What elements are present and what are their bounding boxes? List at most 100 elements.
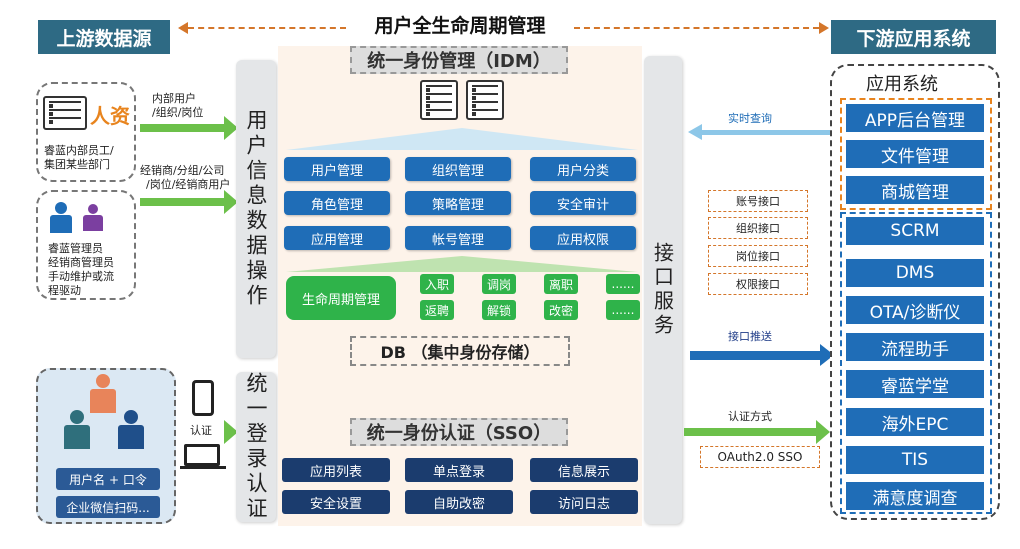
idm-top-decoration bbox=[286, 128, 638, 150]
idm-role-management[interactable]: 角色管理 bbox=[284, 191, 390, 215]
app-satisfaction-survey[interactable]: 满意度调查 bbox=[846, 482, 984, 510]
lifecycle-more-2[interactable]: ...... bbox=[606, 300, 640, 320]
oauth-sso-method: OAuth2.0 SSO bbox=[700, 446, 820, 468]
header-arrow-left-head bbox=[178, 22, 188, 34]
admin-to-idm-arrow bbox=[140, 198, 226, 206]
app-ruilan-academy[interactable]: 睿蓝学堂 bbox=[846, 370, 984, 398]
app-overseas-epc[interactable]: 海外EPC bbox=[846, 408, 984, 436]
admin-to-idm-arrowhead bbox=[224, 190, 238, 214]
apps-group-blue bbox=[840, 212, 992, 514]
arrow1-label-line2: /组织/岗位 bbox=[152, 106, 204, 119]
sso-title: 统一身份认证（SSO） bbox=[350, 418, 568, 446]
sso-access-log[interactable]: 访问日志 bbox=[530, 490, 638, 514]
hr-desc-line2: 集团某些部门 bbox=[44, 158, 110, 171]
idm-user-management[interactable]: 用户管理 bbox=[284, 157, 390, 181]
app-file-management[interactable]: 文件管理 bbox=[846, 140, 984, 168]
lifecycle-more-1[interactable]: ...... bbox=[606, 274, 640, 294]
realtime-query-arrowhead bbox=[688, 124, 702, 140]
db-title: DB （集中身份存储） bbox=[350, 336, 570, 366]
auth-arrowhead bbox=[224, 420, 238, 444]
server-icon bbox=[43, 96, 87, 130]
upstream-header: 上游数据源 bbox=[38, 20, 170, 54]
hr-desc-line1: 睿蓝内部员工/ bbox=[44, 144, 114, 157]
idm-title: 统一身份管理（IDM） bbox=[350, 46, 568, 74]
sso-single-signon[interactable]: 单点登录 bbox=[405, 458, 513, 482]
arrow1-label-line1: 内部用户 bbox=[152, 92, 196, 105]
account-interface: 账号接口 bbox=[708, 190, 808, 212]
sso-security-settings[interactable]: 安全设置 bbox=[282, 490, 390, 514]
permission-interface: 权限接口 bbox=[708, 273, 808, 295]
interface-service-label: 接口服务 bbox=[650, 242, 675, 338]
header-arrow-right-line bbox=[574, 27, 819, 29]
auth-method-arrow bbox=[684, 428, 818, 436]
wechat-login-button[interactable]: 企业微信扫码... bbox=[56, 496, 160, 518]
admin-desc-line2: 经销商管理员 bbox=[48, 256, 114, 269]
lifecycle-offboard[interactable]: 离职 bbox=[544, 274, 578, 294]
hr-label: 人资 bbox=[90, 104, 130, 128]
user-icon-teal bbox=[62, 410, 92, 450]
idm-policy-management[interactable]: 策略管理 bbox=[405, 191, 511, 215]
laptop-base-icon bbox=[180, 466, 226, 469]
app-process-assistant[interactable]: 流程助手 bbox=[846, 333, 984, 361]
idm-app-management[interactable]: 应用管理 bbox=[284, 226, 390, 250]
lifecycle-title: 用户全生命周期管理 bbox=[374, 15, 546, 37]
idm-security-audit[interactable]: 安全审计 bbox=[530, 191, 636, 215]
hr-source-box: 人资 睿蓝内部员工/ 集团某些部门 bbox=[36, 82, 136, 182]
lifecycle-unlock[interactable]: 解锁 bbox=[482, 300, 516, 320]
downstream-header: 下游应用系统 bbox=[831, 20, 996, 54]
lifecycle-transfer[interactable]: 调岗 bbox=[482, 274, 516, 294]
arrow2-label-line1: 经销商/分组/公司 bbox=[140, 164, 225, 177]
auth-method-arrowhead bbox=[816, 420, 830, 444]
lifecycle-management[interactable]: 生命周期管理 bbox=[286, 276, 396, 320]
data-ops-label: 用户信息数据操作 bbox=[244, 109, 268, 309]
auth-arrow-label: 认证 bbox=[190, 424, 212, 437]
app-ota-diagnostic[interactable]: OTA/诊断仪 bbox=[846, 296, 984, 324]
login-source-box: 用户名 + 口令 企业微信扫码... bbox=[36, 368, 176, 524]
user-icon-orange bbox=[88, 374, 118, 414]
position-interface: 岗位接口 bbox=[708, 245, 808, 267]
idm-server-icon-left bbox=[420, 80, 458, 120]
apps-title: 应用系统 bbox=[866, 74, 938, 95]
password-login-button[interactable]: 用户名 + 口令 bbox=[56, 468, 160, 490]
apps-group-orange bbox=[840, 98, 992, 210]
realtime-query-arrow bbox=[702, 130, 834, 135]
app-tis[interactable]: TIS bbox=[846, 446, 984, 474]
interface-push-label: 接口推送 bbox=[728, 330, 772, 343]
idm-org-management[interactable]: 组织管理 bbox=[405, 157, 511, 181]
admin-user-icon bbox=[46, 202, 76, 234]
laptop-icon bbox=[184, 444, 220, 466]
sso-self-password[interactable]: 自助改密 bbox=[405, 490, 513, 514]
idm-user-category[interactable]: 用户分类 bbox=[530, 157, 636, 181]
lifecycle-onboard[interactable]: 入职 bbox=[420, 274, 454, 294]
mobile-phone-icon bbox=[192, 380, 214, 416]
idm-account-management[interactable]: 帐号管理 bbox=[405, 226, 511, 250]
sso-login-label: 统一登录认证 bbox=[244, 372, 268, 522]
data-ops-column: 用户信息数据操作 bbox=[236, 60, 276, 358]
hr-to-idm-arrowhead bbox=[224, 116, 238, 140]
idm-server-icon-right bbox=[466, 80, 504, 120]
sso-login-column: 统一登录认证 bbox=[236, 372, 276, 522]
org-interface: 组织接口 bbox=[708, 217, 808, 239]
lifecycle-change-password[interactable]: 改密 bbox=[544, 300, 578, 320]
hr-to-idm-arrow bbox=[140, 124, 226, 132]
interface-push-arrow bbox=[690, 351, 822, 360]
idm-app-permission[interactable]: 应用权限 bbox=[530, 226, 636, 250]
dealer-admin-icon bbox=[80, 204, 106, 232]
arrow2-label-line2: /岗位/经销商用户 bbox=[146, 178, 231, 191]
app-mall-management[interactable]: 商城管理 bbox=[846, 176, 984, 204]
auth-method-label: 认证方式 bbox=[728, 410, 772, 423]
lifecycle-rehire[interactable]: 返聘 bbox=[420, 300, 454, 320]
sso-app-list[interactable]: 应用列表 bbox=[282, 458, 390, 482]
lifecycle-top-decoration bbox=[286, 256, 638, 272]
app-backend-management[interactable]: APP后台管理 bbox=[846, 104, 984, 132]
sso-info-display[interactable]: 信息展示 bbox=[530, 458, 638, 482]
app-dms[interactable]: DMS bbox=[846, 259, 984, 287]
app-scrm[interactable]: SCRM bbox=[846, 217, 984, 245]
admin-desc-line4: 程驱动 bbox=[48, 284, 81, 297]
admin-desc-line1: 睿蓝管理员 bbox=[48, 242, 103, 255]
header-arrow-right-head bbox=[819, 22, 829, 34]
realtime-query-label: 实时查询 bbox=[728, 112, 772, 125]
admin-desc-line3: 手动维护或流 bbox=[48, 270, 114, 283]
header-arrow-left-line bbox=[188, 27, 346, 29]
user-icon-blue bbox=[116, 410, 146, 450]
